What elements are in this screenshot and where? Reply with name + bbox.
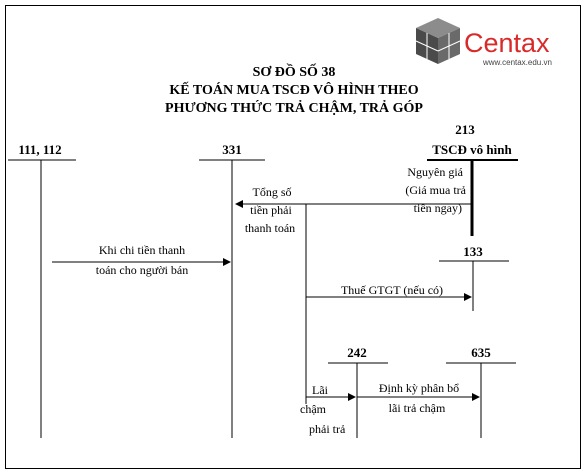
- diagram-label: lãi trả chậm: [389, 401, 446, 415]
- diagram-label: 213: [455, 122, 475, 137]
- diagram-line: [415, 40, 439, 52]
- diagram-label: tiền ngay): [414, 201, 462, 215]
- diagram-label: Thuế GTGT (nếu có): [341, 283, 443, 297]
- brand-name: Centax: [464, 28, 550, 58]
- diagram-label: Khi chi tiền thanh: [99, 243, 185, 257]
- account-133: 133: [439, 244, 509, 311]
- diagram-label: 331: [222, 142, 242, 157]
- diagram-label: toán cho người bán: [96, 263, 189, 277]
- diagram-line: [437, 40, 461, 52]
- label-tong-so: Tổng số tiền phải thanh toán: [245, 185, 295, 235]
- diagram-label: Nguyên giá: [407, 165, 463, 179]
- account-111-112: 111, 112: [8, 142, 76, 438]
- diagram-number: SƠ ĐỒ SỐ 38: [253, 62, 336, 80]
- account-635: 635: [446, 345, 516, 438]
- diagram-label: Định kỳ phân bổ: [379, 381, 459, 395]
- flow-nguyen-gia: Nguyên giá (Giá mua trả tiền ngay): [235, 165, 472, 215]
- diagram-label: (Giá mua trả: [405, 183, 466, 197]
- diagram-label: phải trả: [309, 422, 346, 436]
- diagram-label: tiền phải: [250, 203, 292, 217]
- flow-thue-gtgt: Thuế GTGT (nếu có): [306, 283, 472, 301]
- diagram-label: thanh toán: [245, 221, 295, 235]
- brand-url: www.centax.edu.vn: [482, 58, 552, 67]
- diagram-label: chậm: [300, 402, 327, 416]
- account-242: 242: [328, 345, 388, 438]
- diagram-label: 635: [471, 345, 491, 360]
- diagram-label: 242: [347, 345, 367, 360]
- cube-icon: [415, 18, 461, 64]
- account-213: 213 TSCĐ vô hình: [427, 122, 518, 236]
- diagram-label: 111, 112: [18, 142, 61, 157]
- diagram-label: Lãi: [312, 383, 329, 397]
- accounting-diagram: Centax www.centax.edu.vn SƠ ĐỒ SỐ 38 KẾ …: [8, 18, 552, 438]
- diagram-label: Tổng số: [253, 185, 292, 199]
- diagram-label: 133: [463, 244, 483, 259]
- flow-lai-cham: Lãi chậm phải trả: [300, 383, 356, 436]
- centax-logo: Centax www.centax.edu.vn: [415, 18, 552, 67]
- flow-dinh-ky: Định kỳ phân bổ lãi trả chậm: [357, 381, 480, 415]
- diagram-title-line1: KẾ TOÁN MUA TSCĐ VÔ HÌNH THEO: [169, 81, 418, 98]
- account-331: 331: [199, 142, 265, 438]
- diagram-title-line2: PHƯƠNG THỨC TRẢ CHẬM, TRẢ GÓP: [165, 99, 423, 116]
- diagram-frame: Centax www.centax.edu.vn SƠ ĐỒ SỐ 38 KẾ …: [5, 5, 581, 469]
- diagram-label: TSCĐ vô hình: [432, 142, 512, 157]
- flow-khi-chi: Khi chi tiền thanh toán cho người bán: [52, 243, 231, 277]
